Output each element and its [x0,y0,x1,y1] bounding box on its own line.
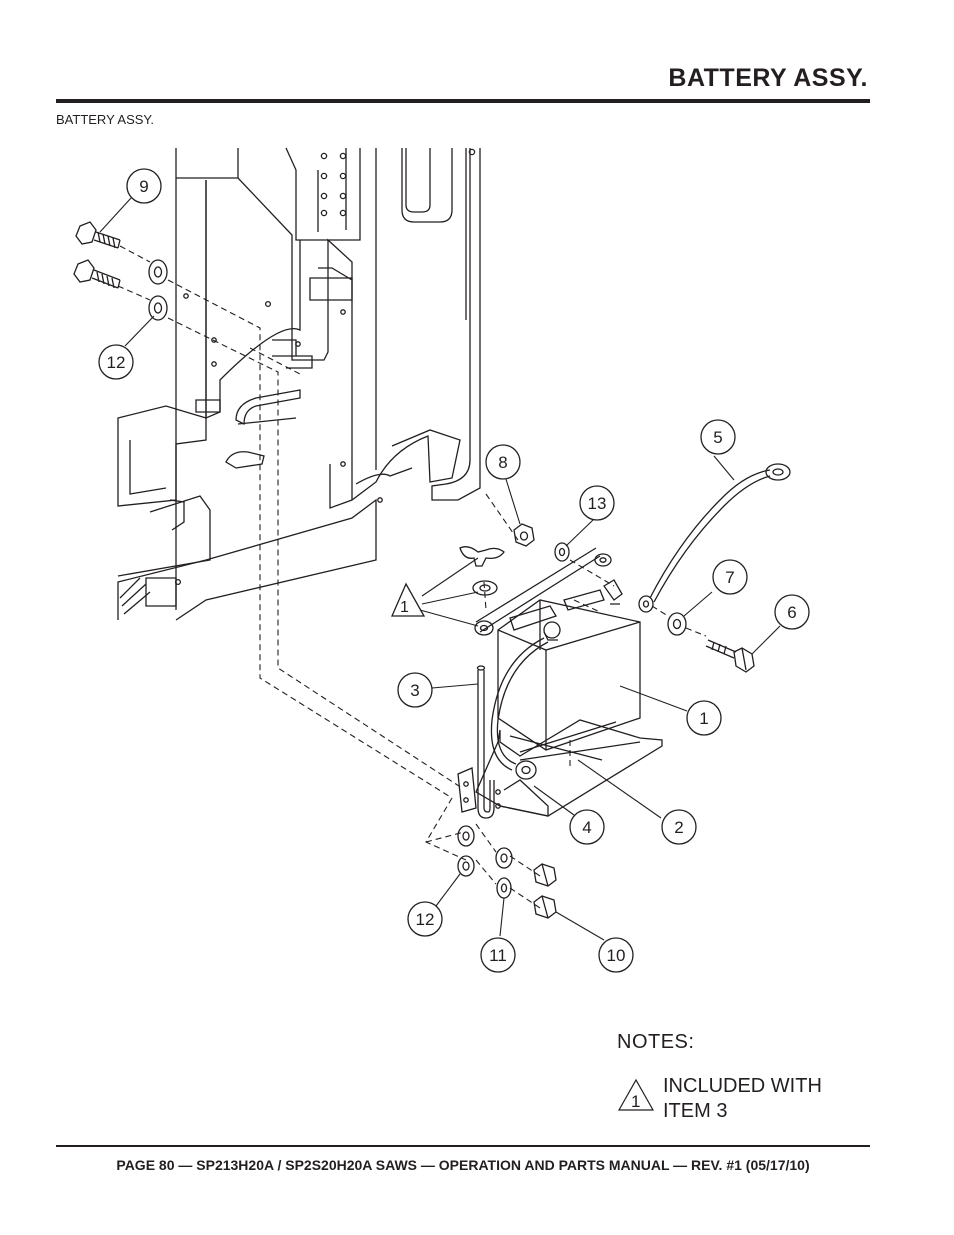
battery-tray [457,719,663,817]
callout-7: 7 [712,559,748,595]
callout-8: 8 [485,444,521,480]
callout-11: 11 [480,937,516,973]
callout-6: 6 [774,594,810,630]
page-footer: PAGE 80 — SP213H20A / SP2S20H20A SAWS — … [116,1157,810,1173]
upper-hardware [73,221,168,321]
svg-text:4: 4 [582,818,591,837]
callout-12-lower: 12 [407,901,443,937]
header-rule [56,99,870,103]
hold-down-rod [474,547,612,819]
terminal-hardware [513,523,755,673]
wing-nut-and-washer [459,546,505,596]
svg-text:12: 12 [416,910,435,929]
callout-2: 2 [661,809,697,845]
callout-3: 3 [397,672,433,708]
lower-hardware [457,825,557,919]
leader-lines [99,197,781,941]
svg-text:8: 8 [498,453,507,472]
callout-5: 5 [700,419,736,455]
svg-text:1: 1 [631,1092,640,1111]
svg-text:6: 6 [787,603,796,622]
footer-rule [56,1145,870,1147]
note-triangle-icon: 1 [617,1078,655,1111]
svg-text:11: 11 [489,946,507,965]
svg-text:12: 12 [107,353,126,372]
svg-text:1: 1 [400,599,409,616]
note-text-line-2: ITEM 3 [663,1100,728,1122]
notes-section: NOTES: 1 INCLUDED WITH ITEM 3 [617,1031,822,1130]
note-item: 1 INCLUDED WITH ITEM 3 [617,1074,822,1130]
callout-10: 10 [598,937,634,973]
section-label: BATTERY ASSY. [56,112,155,127]
assembly-lines [117,245,707,909]
callout-9: 9 [126,168,162,204]
svg-text:9: 9 [139,177,148,196]
svg-text:13: 13 [588,494,607,513]
note-1-marker: 1 [391,582,426,617]
frame-drawing [117,147,481,621]
page-title: BATTERY ASSY. [668,64,868,92]
callout-1: 1 [686,700,722,736]
notes-heading: NOTES: [617,1031,695,1053]
svg-text:3: 3 [410,681,419,700]
svg-text:2: 2 [674,818,683,837]
svg-text:5: 5 [713,428,722,447]
svg-text:1: 1 [699,709,708,728]
battery-cables [490,463,791,780]
svg-text:7: 7 [725,568,734,587]
note-text-line-1: INCLUDED WITH [663,1075,822,1097]
note-text: INCLUDED WITH ITEM 3 [663,1074,883,1124]
battery [497,579,641,751]
svg-text:10: 10 [607,946,626,965]
callout-12-upper: 12 [98,344,134,380]
callout-13: 13 [579,485,615,521]
callout-4: 4 [569,809,605,845]
